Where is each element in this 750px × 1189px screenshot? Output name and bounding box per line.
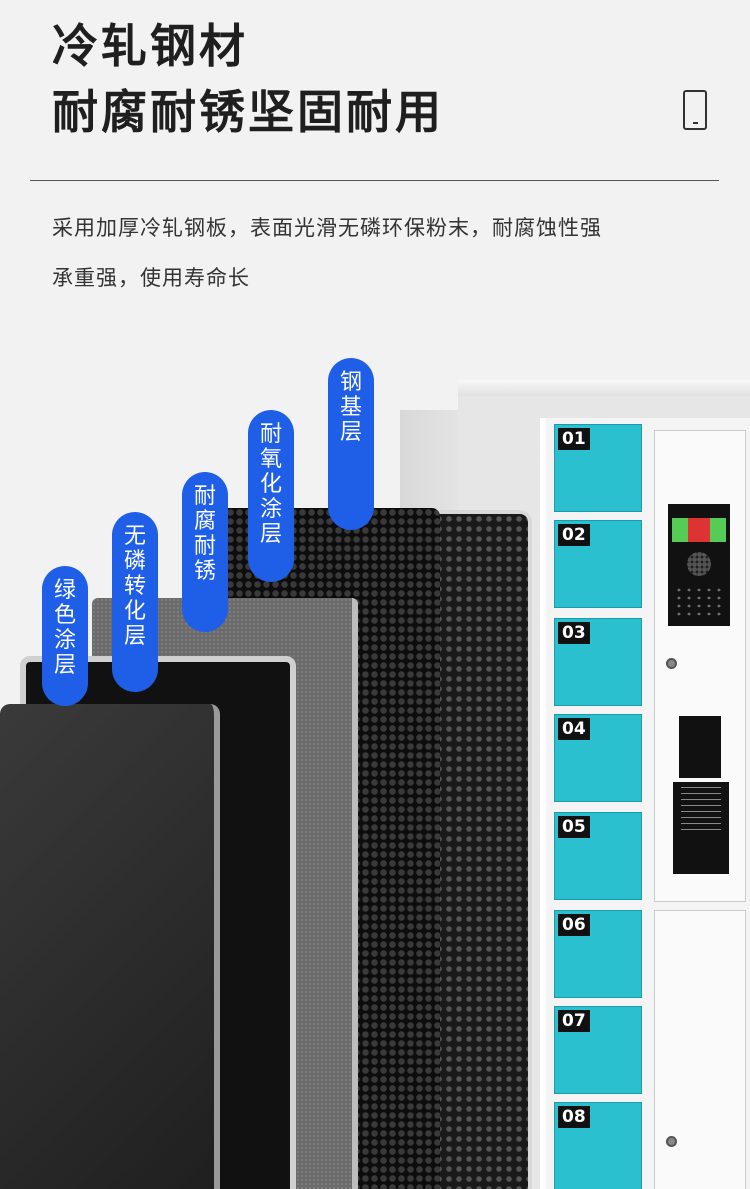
layer-label-phosphorus-free: 无磷转化层 <box>112 512 158 692</box>
locker-door: 01 <box>554 424 642 512</box>
locker-door: 07 <box>554 1006 642 1094</box>
lock-icon <box>666 1136 677 1147</box>
locker-number: 05 <box>558 816 590 838</box>
layer-label-corrosion: 耐腐耐锈 <box>182 472 228 632</box>
locker-door: 04 <box>554 714 642 802</box>
layer-label-text: 无磷转化层 <box>123 524 146 649</box>
layer-label-text: 耐氧化涂层 <box>259 422 282 547</box>
divider <box>30 180 719 181</box>
description-line1: 采用加厚冷轧钢板，表面光滑无磷环保粉末，耐腐蚀性强 <box>52 216 602 240</box>
layer-label-green-coating: 绿色涂层 <box>42 566 88 706</box>
layer-label-text: 绿色涂层 <box>53 578 76 678</box>
phone-icon <box>683 90 707 130</box>
page-title-line2: 耐腐耐锈坚固耐用 <box>52 85 444 139</box>
locker-number: 03 <box>558 622 590 644</box>
locker-number: 07 <box>558 1010 590 1032</box>
lock-icon <box>666 658 677 669</box>
control-screen <box>668 504 730 626</box>
display-green-right <box>710 518 726 542</box>
layer-label-text: 钢基层 <box>339 370 362 445</box>
locker-number: 02 <box>558 524 590 546</box>
locker-door: 08 <box>554 1102 642 1189</box>
locker-door: 02 <box>554 520 642 608</box>
locker-number: 04 <box>558 718 590 740</box>
display-green-left <box>672 518 688 542</box>
locker-number: 08 <box>558 1106 590 1128</box>
lower-door <box>654 910 746 1189</box>
page-title-line1: 冷轧钢材 <box>52 19 248 73</box>
layer-label-steel-base: 钢基层 <box>328 358 374 530</box>
notice-plate <box>673 782 729 874</box>
locker-door: 05 <box>554 812 642 900</box>
keypad <box>674 586 724 620</box>
locker-door: 06 <box>554 910 642 998</box>
locker-number: 06 <box>558 914 590 936</box>
layer-label-oxidation: 耐氧化涂层 <box>248 410 294 582</box>
green-coating-sheet <box>0 704 220 1189</box>
scanner-slot <box>679 716 721 778</box>
locker-door: 03 <box>554 618 642 706</box>
speaker-icon <box>687 552 711 576</box>
locker-number: 01 <box>558 428 590 450</box>
cabinet-top <box>458 380 750 400</box>
description-line2: 承重强，使用寿命长 <box>52 266 250 290</box>
layer-label-text: 耐腐耐锈 <box>193 484 216 584</box>
product-scene: 01 02 03 04 05 06 07 08 绿色涂层 无磷转化层 耐腐耐锈 … <box>0 340 750 1189</box>
